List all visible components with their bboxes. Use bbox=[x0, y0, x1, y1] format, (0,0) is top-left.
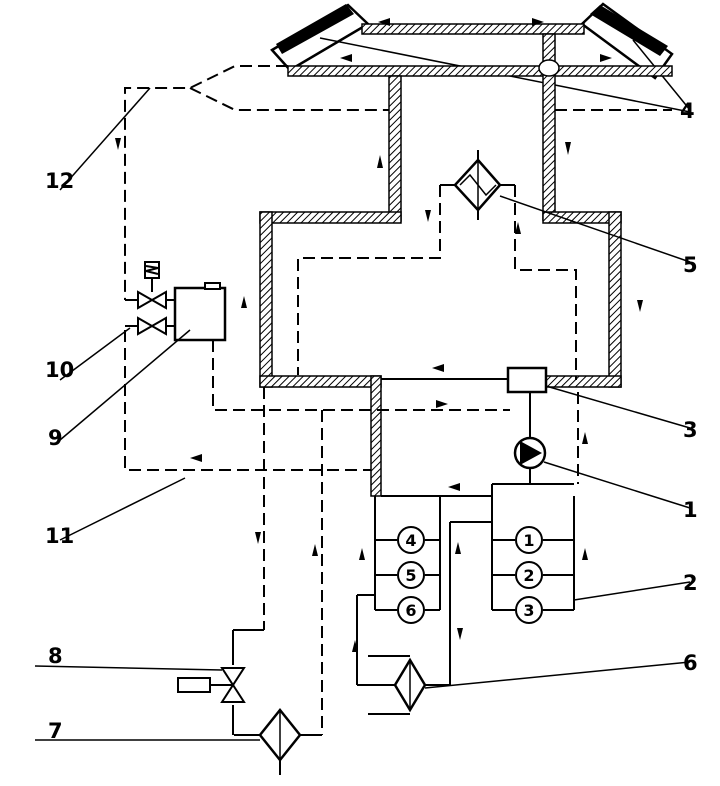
control-unit-3 bbox=[506, 366, 548, 394]
solar-collector-left bbox=[270, 3, 371, 72]
pump-1 bbox=[513, 436, 547, 470]
flow-arrows bbox=[115, 18, 643, 652]
tank-9 bbox=[173, 282, 227, 342]
dashed-lines bbox=[124, 65, 672, 735]
label-5: 5 bbox=[683, 253, 698, 277]
leader-lines bbox=[34, 87, 691, 741]
label-10: 10 bbox=[45, 358, 74, 382]
consumer-circles bbox=[397, 526, 543, 624]
circle-5: 5 bbox=[405, 566, 416, 585]
label-1: 1 bbox=[683, 498, 698, 522]
circle-4: 4 bbox=[405, 531, 416, 550]
circle-1: 1 bbox=[523, 531, 534, 550]
label-6: 6 bbox=[683, 651, 698, 675]
label-12: 12 bbox=[45, 169, 74, 193]
label-8: 8 bbox=[48, 644, 63, 668]
circle-6: 6 bbox=[405, 601, 416, 620]
label-2: 2 bbox=[683, 571, 698, 595]
collector-header-pipe bbox=[259, 23, 673, 497]
valve-8 bbox=[177, 667, 246, 703]
label-9: 9 bbox=[48, 426, 63, 450]
circle-2: 2 bbox=[523, 566, 534, 585]
label-4: 4 bbox=[680, 99, 695, 123]
solid-lines bbox=[210, 150, 575, 775]
pipe-crossover bbox=[538, 59, 560, 77]
circle-3: 3 bbox=[523, 601, 534, 620]
label-3: 3 bbox=[683, 418, 698, 442]
label-7: 7 bbox=[48, 719, 63, 743]
label-11: 11 bbox=[45, 524, 74, 548]
valves-10 bbox=[125, 261, 175, 336]
